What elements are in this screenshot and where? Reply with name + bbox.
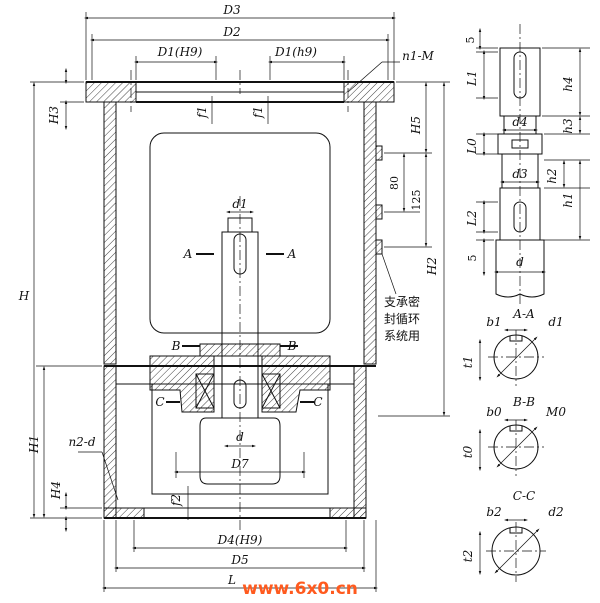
top-flange-left bbox=[85, 81, 137, 103]
right-wall bbox=[363, 101, 377, 365]
shaft-dim-5-bottom: 5 bbox=[466, 255, 479, 262]
dim-D7: D7 bbox=[230, 457, 249, 471]
dim-H2: H2 bbox=[425, 257, 439, 276]
section-B-B-M0: M0 bbox=[545, 405, 566, 419]
bearing-seat-right bbox=[261, 355, 331, 413]
dim-f2: f2 bbox=[169, 494, 183, 507]
dim-D3: D3 bbox=[222, 3, 241, 17]
dim-d1: d1 bbox=[232, 197, 247, 211]
right-rib-2 bbox=[375, 204, 383, 220]
base-foot-left bbox=[103, 507, 145, 519]
section-C-C-t2: t2 bbox=[461, 550, 475, 562]
coupling-hub bbox=[199, 417, 281, 485]
housing-view bbox=[85, 70, 395, 530]
inspection-window bbox=[149, 132, 331, 334]
shaft-L1: L1 bbox=[465, 70, 479, 87]
shaft-detail-view: d4 d3 d 5 L1 L0 L2 5 bbox=[464, 24, 590, 306]
dim-D1-h9: D1(h9) bbox=[274, 45, 317, 59]
section-A-A-t1: t1 bbox=[461, 356, 475, 368]
shaft-d: d bbox=[516, 255, 524, 269]
dim-D2: D2 bbox=[222, 25, 240, 39]
label-n1-M: n1-M bbox=[402, 49, 434, 63]
section-mark-B-left: B bbox=[171, 339, 181, 353]
dim-f1-left: f1 bbox=[195, 106, 209, 119]
dim-H1: H1 bbox=[27, 435, 41, 454]
seal-note-line-2: 封循环 bbox=[384, 312, 420, 326]
base-foot-right bbox=[329, 507, 367, 519]
dim-D1-H9: D1(H9) bbox=[157, 45, 203, 59]
dim-H3: H3 bbox=[47, 106, 61, 125]
section-B-B-t0: t0 bbox=[461, 445, 475, 458]
section-B-B-b0: b0 bbox=[486, 405, 502, 419]
section-mark-C-right: C bbox=[313, 395, 322, 409]
shaft-h3: h3 bbox=[561, 118, 575, 134]
dim-125: 125 bbox=[410, 190, 423, 211]
dim-D5: D5 bbox=[230, 553, 248, 567]
shaft-h1: h1 bbox=[561, 192, 575, 207]
shaft-h2: h2 bbox=[545, 168, 559, 183]
section-A-A-title: A-A bbox=[512, 307, 535, 321]
shaft-h4: h4 bbox=[561, 76, 575, 91]
dim-f1-right: f1 bbox=[251, 106, 265, 119]
shaft-keyway-bottom bbox=[513, 201, 527, 233]
section-B-B: B-B b0 M0 t0 bbox=[461, 395, 566, 476]
dim-H: H bbox=[18, 289, 30, 303]
seal-note-line-3: 系统用 bbox=[384, 329, 420, 343]
section-A-A-b1: b1 bbox=[486, 315, 501, 329]
section-mark-A-right: A bbox=[287, 247, 297, 261]
dim-H4: H4 bbox=[49, 481, 63, 500]
main-dimensions: D3 D2 D1(H9) D1(h9) n1-M f1 f1 H H3 bbox=[18, 3, 450, 592]
dim-80: 80 bbox=[388, 176, 401, 190]
section-C-C-d2: d2 bbox=[548, 505, 563, 519]
shaft-d3: d3 bbox=[512, 167, 528, 181]
bearing-left bbox=[195, 373, 215, 409]
watermark: www.6x0.cn bbox=[242, 579, 358, 599]
left-wall bbox=[103, 101, 117, 365]
shaft-d4: d4 bbox=[512, 115, 527, 129]
base-left-wall bbox=[103, 365, 117, 519]
section-A-A: A-A b1 d1 t1 bbox=[461, 307, 564, 386]
section-mark-C-left: C bbox=[155, 395, 164, 409]
dim-D4-H9: D4(H9) bbox=[217, 533, 263, 547]
seal-note-line-1: 支承密 bbox=[384, 294, 420, 309]
dim-H5: H5 bbox=[409, 116, 423, 135]
label-n2-d: n2-d bbox=[68, 435, 95, 449]
dim-d: d bbox=[236, 430, 244, 444]
base-right-wall bbox=[353, 365, 367, 519]
shaft-L2: L2 bbox=[465, 210, 479, 227]
section-C-C-b2: b2 bbox=[486, 505, 501, 519]
section-A-A-d1: d1 bbox=[548, 315, 563, 329]
section-C-C-title: C-C bbox=[513, 489, 535, 503]
right-rib-3 bbox=[375, 239, 383, 255]
seal-note: 支承密 封循环 系统用 bbox=[381, 253, 420, 343]
dim-L: L bbox=[227, 573, 236, 587]
shaft-L0: L0 bbox=[465, 138, 479, 155]
section-C-C: C-C b2 d2 t2 bbox=[461, 489, 564, 582]
right-rib-1 bbox=[375, 145, 383, 161]
top-flange-right bbox=[343, 81, 395, 103]
shaft-keyway-top bbox=[513, 51, 527, 99]
section-mark-B-right: B bbox=[287, 339, 297, 353]
bearing-right bbox=[261, 373, 281, 409]
section-B-B-title: B-B bbox=[512, 395, 535, 409]
section-mark-A-left: A bbox=[183, 247, 193, 261]
shaft-dim-5-top: 5 bbox=[464, 37, 477, 44]
